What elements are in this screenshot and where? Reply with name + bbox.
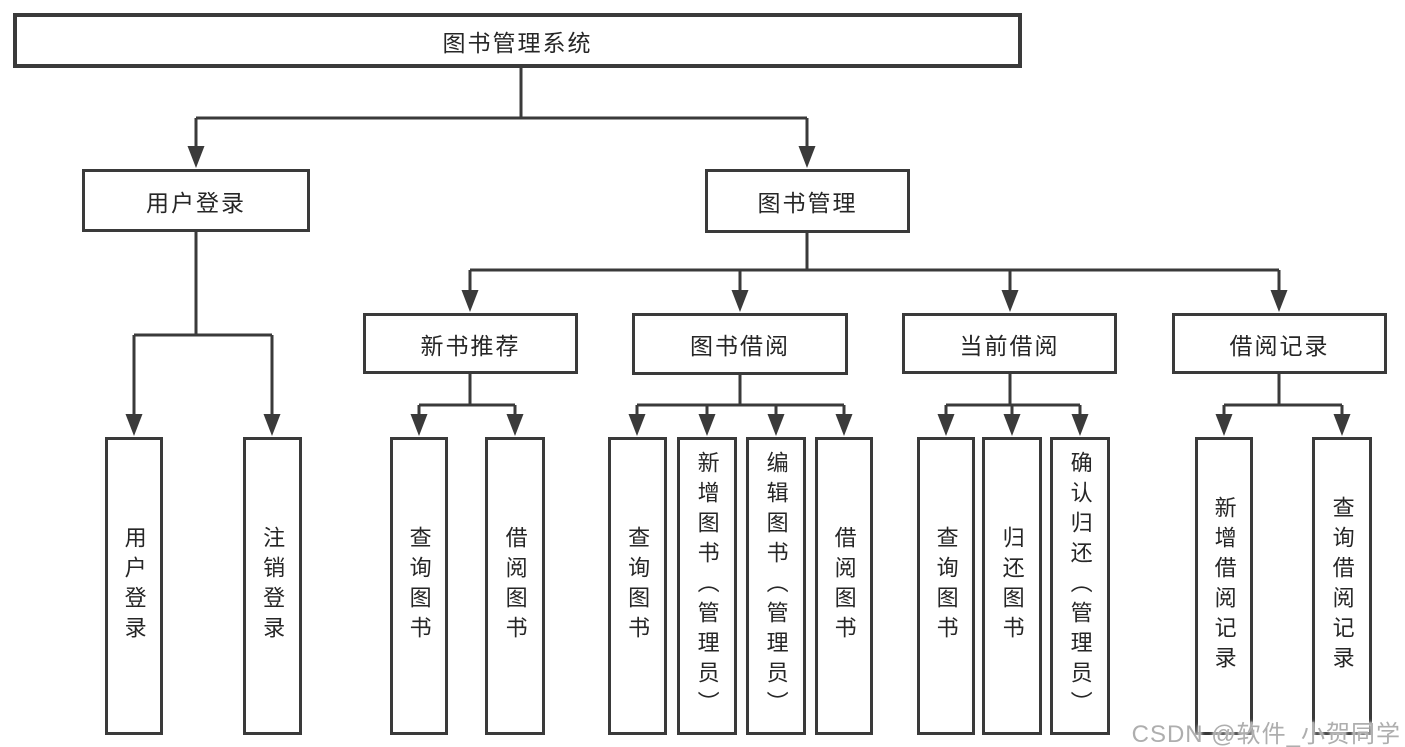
leaf-user-login: 用户登录 [105,437,163,735]
node-book-borrowing: 图书借阅 [632,313,848,375]
csdn-watermark: CSDN @软件_小贺同学 [1131,721,1401,747]
node-label: 新增图书（管理员） [694,451,720,721]
node-label: 借阅图书 [831,526,857,646]
node-user-login: 用户登录 [82,169,310,232]
node-label: 查询图书 [625,526,651,646]
node-label: 借阅记录 [1229,332,1330,359]
node-label: 图书管理 [757,190,858,216]
connector-lines [132,67,1344,422]
leaf-logout: 注销登录 [243,437,302,735]
node-label: 用户登录 [121,526,147,646]
node-label: 用户登录 [146,189,246,216]
node-label: 当前借阅 [959,332,1060,359]
node-label: 借阅图书 [502,526,528,646]
leaf-query-books-current: 查询图书 [917,437,975,735]
node-book-management: 图书管理 [705,169,910,233]
leaf-add-borrow-record: 新增借阅记录 [1195,437,1253,735]
node-label: 查询图书 [406,526,432,646]
leaf-return-books: 归还图书 [982,437,1042,735]
node-label: 确认归还（管理员） [1067,451,1093,721]
node-label: 注销登录 [260,526,286,646]
node-label: 查询图书 [933,526,959,646]
node-label: 图书借阅 [690,333,790,359]
node-label: 新增借阅记录 [1211,496,1237,676]
connector-arrowheads [125,146,1351,436]
leaf-confirm-return-admin: 确认归还（管理员） [1050,437,1110,735]
leaf-query-borrow-record: 查询借阅记录 [1312,437,1372,735]
leaf-add-books-admin: 新增图书（管理员） [677,437,737,735]
node-label: 归还图书 [999,526,1025,646]
node-label: 查询借阅记录 [1329,496,1355,676]
leaf-query-books-borrow: 查询图书 [608,437,667,735]
node-library-management-system: 图书管理系统 [13,13,1022,68]
leaf-query-books-recommend: 查询图书 [390,437,448,735]
leaf-edit-books-admin: 编辑图书（管理员） [746,437,806,735]
node-current-borrowing: 当前借阅 [902,313,1117,374]
node-label: 新书推荐 [420,332,521,359]
node-label: 编辑图书（管理员） [763,451,789,721]
leaf-borrow-books-recommend: 借阅图书 [485,437,545,735]
node-new-book-recommendation: 新书推荐 [363,313,578,374]
leaf-borrow-books: 借阅图书 [815,437,873,735]
node-label: 图书管理系统 [442,29,593,56]
node-borrowing-records: 借阅记录 [1172,313,1387,374]
